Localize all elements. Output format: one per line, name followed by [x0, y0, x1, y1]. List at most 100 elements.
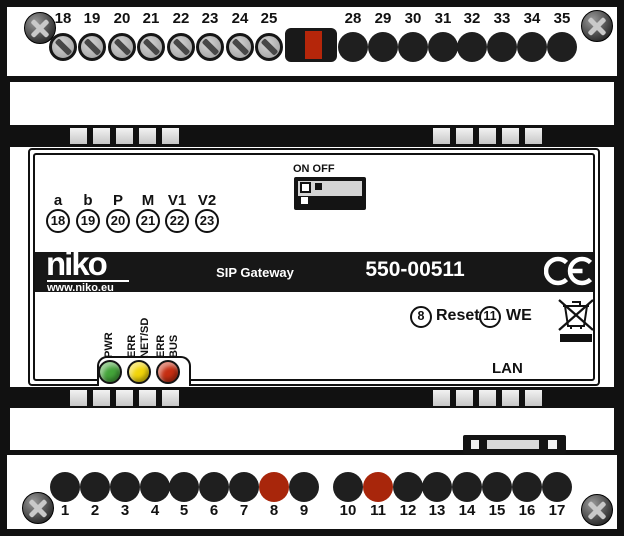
- top-terminal-label: 23: [201, 10, 219, 27]
- dip-switch-handle-1: [300, 182, 311, 193]
- error-net-sd-led-icon: [127, 360, 151, 384]
- face-terminal-label: b: [83, 192, 93, 209]
- top-terminal-label: 35: [553, 10, 571, 27]
- terminal-dot-icon: [482, 472, 512, 502]
- bottom-terminal-label: 3: [120, 502, 130, 519]
- terminal-dot-icon: [333, 472, 363, 502]
- ethernet-port-detail: [487, 440, 539, 449]
- bottom-terminal-label: 1: [60, 502, 70, 519]
- vent-slot: [139, 128, 156, 144]
- top-terminal-label: 19: [83, 10, 101, 27]
- side-bar-left: [0, 76, 10, 452]
- bottom-terminal-label: 12: [399, 502, 417, 519]
- power-led-label: PWR: [103, 332, 115, 358]
- dip-switch-block: [294, 177, 366, 210]
- error-bus-led-icon: [156, 360, 180, 384]
- top-terminal-label: 20: [113, 10, 131, 27]
- screw-icon: [22, 492, 54, 524]
- dip-switch-track: [298, 181, 362, 196]
- screw-terminal-icon: [137, 33, 165, 61]
- terminal-dot-icon: [80, 472, 110, 502]
- top-terminal-label: 30: [404, 10, 422, 27]
- vent-slot: [502, 390, 519, 406]
- screw-terminal-icon: [108, 33, 136, 61]
- terminal-dot-icon: [50, 472, 80, 502]
- face-terminal-label: M: [141, 192, 155, 209]
- side-bar-right: [614, 76, 624, 452]
- bottom-terminal-label: 14: [458, 502, 476, 519]
- terminal-dot-icon: [422, 472, 452, 502]
- vent-slot: [525, 128, 542, 144]
- brand-logo: niko: [46, 245, 108, 282]
- device-face-inner-border: [33, 153, 595, 381]
- screw-terminal-icon: [78, 33, 106, 61]
- vent-slot: [93, 390, 110, 406]
- screw-terminal-icon: [226, 33, 254, 61]
- vent-slot: [139, 390, 156, 406]
- screw-terminal-icon: [167, 33, 195, 61]
- top-terminal-label: 34: [523, 10, 541, 27]
- screw-terminal-icon: [49, 33, 77, 61]
- bus-connector-key: [305, 31, 322, 59]
- separator-line-bottom: [0, 450, 624, 455]
- bottom-terminal-label: 17: [548, 502, 566, 519]
- top-terminal-label: 18: [54, 10, 72, 27]
- terminal-dot-icon: [512, 472, 542, 502]
- bottom-terminal-label: 15: [488, 502, 506, 519]
- vent-slot: [433, 390, 450, 406]
- top-terminal-label: 33: [493, 10, 511, 27]
- reset-ref: 8: [410, 306, 432, 328]
- bottom-terminal-label: 8: [269, 502, 279, 519]
- terminal-dot-icon: [542, 472, 572, 502]
- terminal-dot-icon: [259, 472, 289, 502]
- terminal-dot-icon: [428, 32, 458, 62]
- top-terminal-label: 24: [231, 10, 249, 27]
- ethernet-port-detail: [548, 440, 557, 449]
- face-terminal-label: V1: [167, 192, 187, 209]
- terminal-dot-icon: [289, 472, 319, 502]
- top-terminal-label: 32: [463, 10, 481, 27]
- terminal-dot-icon: [547, 32, 577, 62]
- bottom-terminal-label: 13: [428, 502, 446, 519]
- face-terminal-ref: 22: [165, 209, 189, 233]
- frame-top: [0, 0, 624, 7]
- dip-switch-off-indicator: [301, 197, 308, 204]
- dip-switch-handle-2: [315, 183, 322, 190]
- separator-line-top: [0, 76, 624, 82]
- ce-mark-icon: [544, 256, 593, 286]
- error-bus-led-label: ERR BUS: [155, 334, 180, 358]
- dip-switch-label: ON OFF: [293, 163, 335, 175]
- top-terminal-label: 29: [374, 10, 392, 27]
- bottom-terminal-label: 7: [239, 502, 249, 519]
- screw-icon: [581, 494, 613, 526]
- brand-band: [35, 252, 593, 292]
- reset-label: Reset: [436, 307, 480, 324]
- bottom-terminal-label: 5: [179, 502, 189, 519]
- face-terminal-ref: 21: [136, 209, 160, 233]
- terminal-dot-icon: [368, 32, 398, 62]
- terminal-dot-icon: [199, 472, 229, 502]
- vent-slot: [70, 390, 87, 406]
- bottom-terminal-label: 9: [299, 502, 309, 519]
- frame-bottom: [0, 529, 624, 536]
- vent-slot: [525, 390, 542, 406]
- error-net-sd-led-label: ERR NET/SD: [126, 317, 151, 358]
- we-label: WE: [506, 307, 532, 324]
- bottom-terminal-label: 10: [339, 502, 357, 519]
- terminal-dot-icon: [517, 32, 547, 62]
- top-terminal-label: 22: [172, 10, 190, 27]
- weee-icon: [558, 299, 594, 331]
- vent-slot: [116, 390, 133, 406]
- terminal-dot-icon: [140, 472, 170, 502]
- face-terminal-ref: 20: [106, 209, 130, 233]
- bottom-terminal-label: 2: [90, 502, 100, 519]
- terminal-dot-icon: [110, 472, 140, 502]
- screw-terminal-icon: [255, 33, 283, 61]
- terminal-dot-icon: [229, 472, 259, 502]
- terminal-dot-icon: [487, 32, 517, 62]
- terminal-dot-icon: [398, 32, 428, 62]
- face-terminal-label: a: [53, 192, 63, 209]
- bus-connector-icon: [285, 28, 337, 62]
- top-terminal-label: 31: [434, 10, 452, 27]
- ethernet-port-icon: [463, 435, 566, 454]
